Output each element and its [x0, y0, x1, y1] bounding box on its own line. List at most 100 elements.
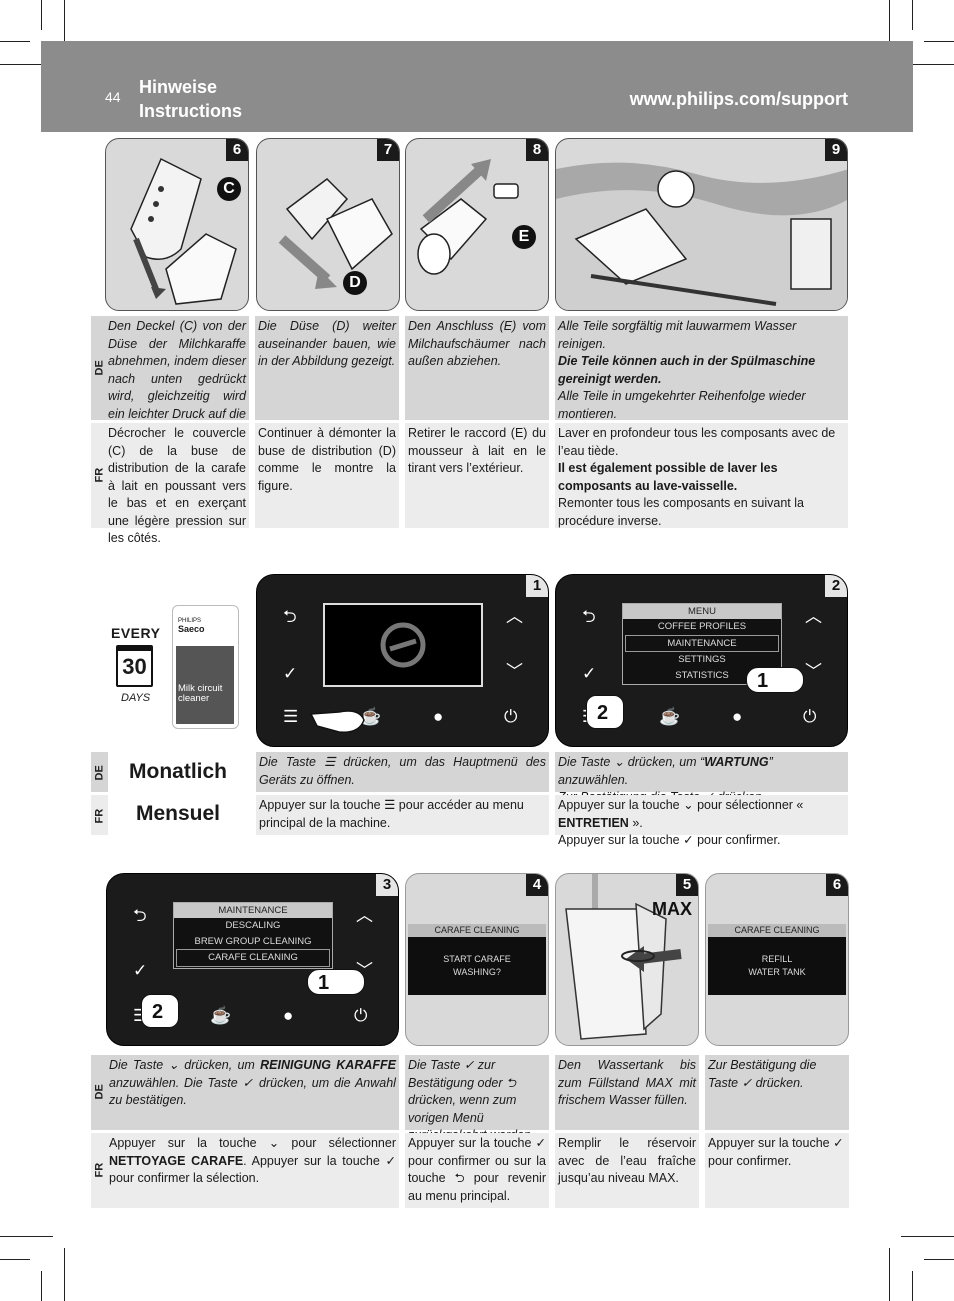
frequency-fr: Mensuel — [135, 802, 221, 825]
step-number: 1 — [526, 575, 548, 597]
check-icon: ✓ — [683, 833, 694, 847]
box-photo — [176, 646, 234, 724]
coffee-bean-icon[interactable]: ● — [433, 707, 444, 726]
menu-item-descaling[interactable]: DESCALING — [225, 920, 281, 931]
water-tank-drawing — [565, 874, 682, 1040]
menu-list-icon[interactable]: ☰ — [283, 707, 299, 726]
menu-item-maintenance[interactable]: MAINTENANCE — [625, 634, 779, 652]
callout-d: D — [343, 271, 367, 295]
milk-drink-icon[interactable]: ☕ — [659, 707, 681, 726]
step-2-text-de: Die Taste ⌄ drücken, um “WARTUNG” anzuwä… — [555, 752, 848, 804]
box-brand: PHILIPS — [178, 618, 202, 624]
display-screen: CARAFE CLEANING START CARAFE WASHING? — [408, 924, 546, 995]
step-9-illustration: 9 — [555, 138, 848, 311]
crop-mark — [924, 41, 954, 42]
crop-mark — [64, 0, 65, 53]
page-header: 44 Hinweise Instructions www.philips.com… — [41, 41, 913, 132]
step-number: 5 — [676, 874, 698, 896]
crop-mark — [0, 1236, 53, 1237]
step-8-text-fr: Retirer le raccord (E) du mousseur à lai… — [405, 423, 549, 528]
crop-mark — [889, 1248, 890, 1301]
machine-panel-step-2: 2 ⮌ ︿ ✓ ﹀ MENU COFFEE PROFILES MAINTENAN… — [555, 574, 848, 747]
step-5-text-de: Den Wassertank bis zum Füllstand MAX mit… — [555, 1055, 699, 1130]
display-line-2: WATER TANK — [748, 967, 806, 977]
down-arrow-icon[interactable]: ﹀ — [805, 662, 822, 681]
saeco-logo-icon — [380, 622, 426, 668]
crop-mark — [912, 0, 913, 30]
step-6-text-fr: Appuyer sur la touche ✓ pour confirmer. — [705, 1133, 849, 1208]
pointing-hand-icon — [309, 710, 365, 733]
menu-item-carafe-cleaning[interactable]: CARAFE CLEANING — [176, 949, 330, 967]
hand-step-2: 2 — [141, 994, 179, 1028]
max-label: MAX — [652, 899, 692, 919]
crop-mark — [901, 64, 954, 65]
display-line-1: REFILL — [761, 954, 793, 964]
menu-item-brew-group-cleaning[interactable]: BREW GROUP CLEANING — [194, 935, 312, 947]
display-title: CARAFE CLEANING — [408, 924, 546, 937]
check-icon: ✓ — [385, 1153, 397, 1168]
menu-item-coffee-profiles[interactable]: COFFEE PROFILES — [657, 621, 747, 632]
lang-label-fr: FR — [91, 423, 108, 528]
power-icon[interactable]: ⏻ — [504, 707, 518, 726]
display-screen — [323, 603, 483, 687]
menu-item-settings[interactable]: SETTINGS — [678, 654, 726, 665]
crop-mark — [901, 1236, 954, 1237]
step-number: 6 — [826, 874, 848, 896]
saeco-logo: Saeco — [178, 624, 205, 634]
menu-title: MENU — [623, 604, 781, 619]
crop-mark — [41, 1271, 42, 1301]
every-label: EVERY — [111, 625, 161, 641]
coffee-bean-icon[interactable]: ● — [732, 707, 743, 726]
chevron-down-icon: ⌄ — [268, 1136, 280, 1150]
page-number: 44 — [105, 89, 121, 105]
chevron-down-icon: ⌄ — [683, 798, 694, 812]
step-5-illustration: 5 MAX — [555, 873, 699, 1046]
up-arrow-icon[interactable]: ︿ — [805, 607, 822, 626]
power-icon[interactable]: ⏻ — [354, 1006, 368, 1025]
step-6-illustration: 6 C — [105, 138, 249, 311]
menu-list-icon: ☰ — [384, 798, 396, 812]
support-link[interactable]: www.philips.com/support — [629, 89, 848, 109]
step-8-illustration: 8 E — [405, 138, 549, 311]
days-label: DAYS — [121, 692, 151, 704]
crop-mark — [41, 0, 42, 30]
step-9-text-de: Alle Teile sorgfältig mit lauwarmem Wass… — [555, 316, 848, 421]
machine-panel-step-3: 3 ⮌ ︿ ✓ ﹀ MAINTENANCE DESCALING BREW GRO… — [106, 873, 399, 1046]
display-screen: CARAFE CLEANING REFILL WATER TANK — [708, 924, 846, 995]
nozzle-disassembly-drawing — [278, 178, 393, 289]
coffee-bean-icon[interactable]: ● — [283, 1006, 294, 1025]
up-arrow-icon[interactable]: ︿ — [506, 607, 523, 626]
ok-check-icon[interactable]: ✓ — [133, 961, 148, 980]
step-number: 2 — [825, 575, 847, 597]
step-7-text-fr: Continuer à démonter la buse de distribu… — [255, 423, 399, 528]
hand-step-1: 1 — [307, 969, 365, 995]
menu-item-statistics[interactable]: STATISTICS — [675, 669, 729, 681]
hand-step-1: 1 — [746, 667, 804, 693]
milk-drink-icon[interactable]: ☕ — [360, 707, 382, 726]
chevron-down-icon: ⌄ — [613, 755, 625, 769]
check-icon: ✓ — [242, 1075, 255, 1090]
power-icon[interactable]: ⏻ — [803, 707, 817, 726]
step-number: 8 — [526, 139, 548, 161]
ok-check-icon[interactable]: ✓ — [582, 664, 597, 683]
calendar-number: 30 — [122, 654, 147, 679]
machine-panel-step-1: 1 ⮌ ︿ ✓ ﹀ ☰ ☕ ● ⏻ — [256, 574, 549, 747]
callout-c: C — [217, 177, 241, 201]
crop-mark — [0, 41, 30, 42]
down-arrow-icon[interactable]: ﹀ — [506, 662, 523, 681]
back-icon[interactable]: ⮌ — [283, 607, 297, 626]
display-title: CARAFE CLEANING — [708, 924, 846, 937]
milk-drink-icon[interactable]: ☕ — [210, 1006, 232, 1025]
chevron-down-icon: ⌄ — [168, 1058, 179, 1072]
washing-parts-drawing — [556, 162, 847, 310]
lang-label-de: DE — [91, 316, 108, 420]
display-line-1: START CARAFE — [443, 954, 511, 964]
ok-check-icon[interactable]: ✓ — [283, 664, 298, 683]
back-icon[interactable]: ⮌ — [582, 607, 596, 626]
back-icon[interactable]: ⮌ — [133, 906, 147, 925]
step-4-display: 4 CARAFE CLEANING START CARAFE WASHING? — [405, 873, 549, 1046]
up-arrow-icon[interactable]: ︿ — [356, 906, 373, 925]
crop-mark — [0, 64, 53, 65]
